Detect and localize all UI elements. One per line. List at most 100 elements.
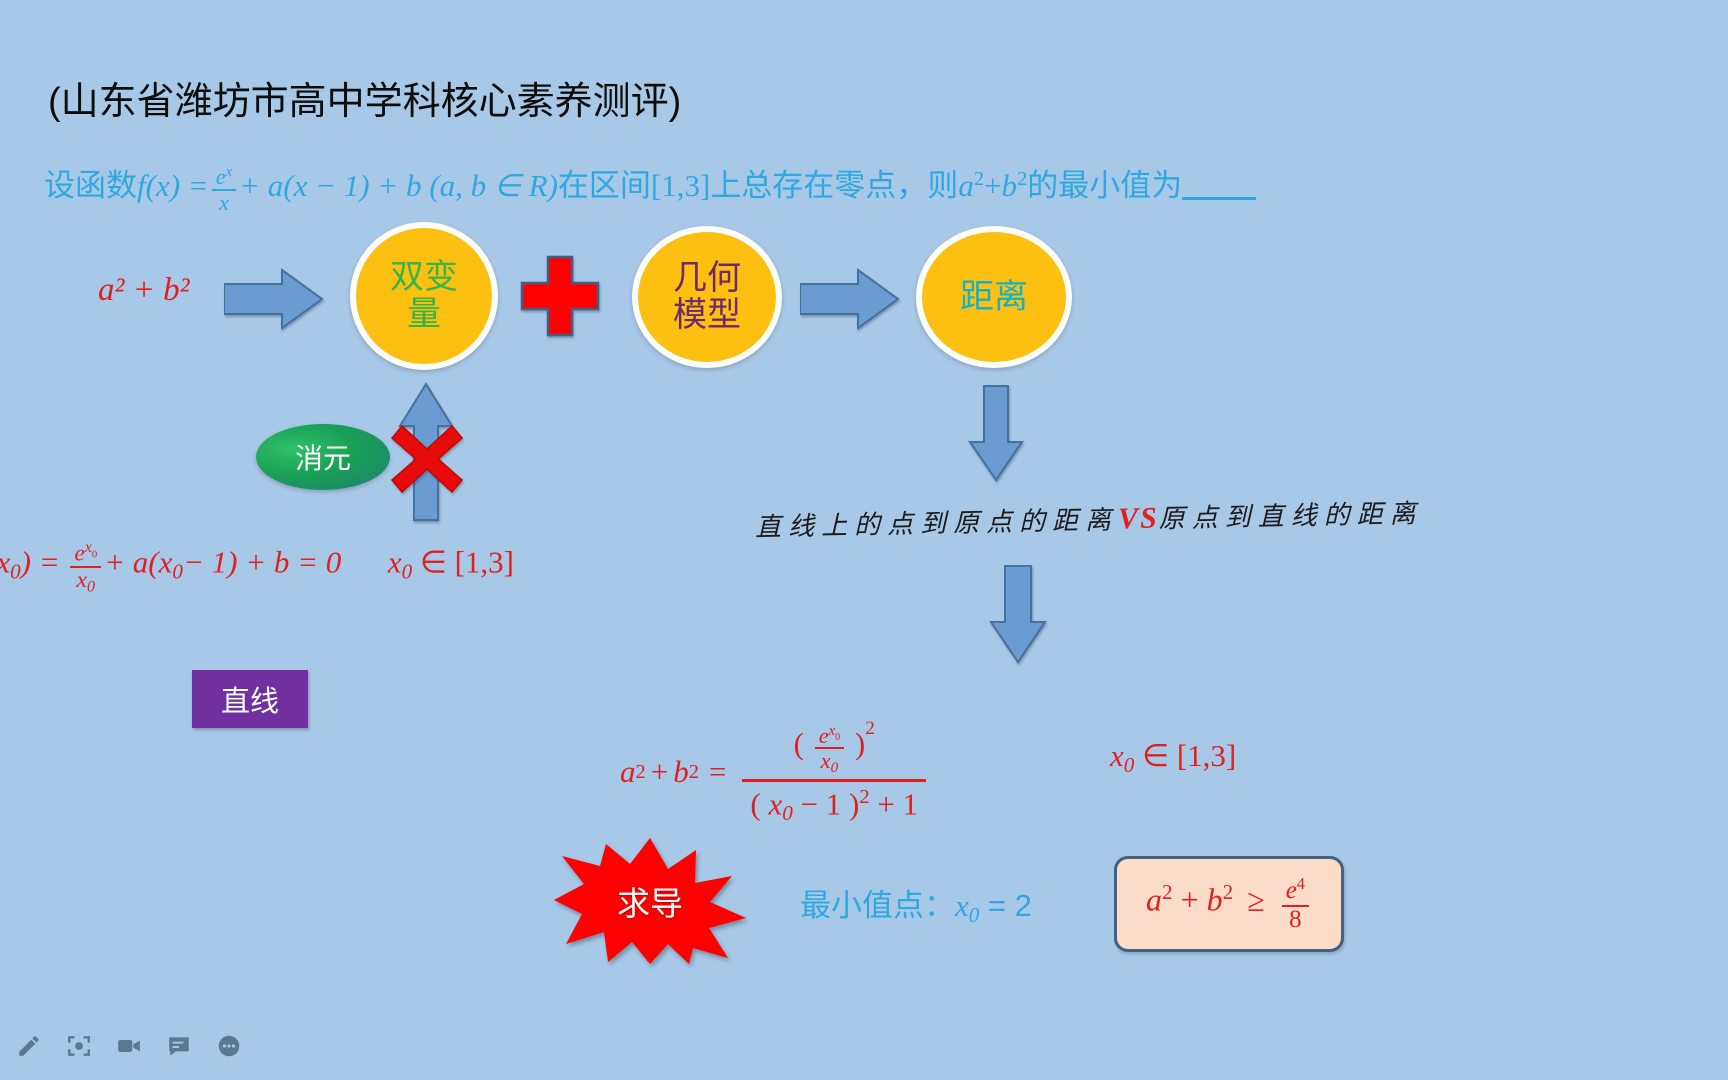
problem-expr-b: b <box>1001 168 1018 203</box>
cross-x-icon <box>390 424 464 494</box>
eqleft-range-rest: ∈ [1,3] <box>419 544 515 580</box>
answer-num-sup: 4 <box>1296 874 1305 894</box>
expression-a2-plus-b2: a² + b² <box>98 272 190 308</box>
eqleft-range-x: x <box>387 544 402 580</box>
equation-root-condition: (x0) = ex0 x0 + a(x0− 1) + b = 0 x0 ∈ [1… <box>0 539 515 597</box>
eqmain-num-open: ( <box>793 726 804 762</box>
problem-tail3: 的最小值为 <box>1027 168 1183 203</box>
circle-1-line2: 量 <box>407 295 441 333</box>
ellipse-elimination[interactable]: 消元 <box>256 424 390 490</box>
eqmain-inner-fraction: ex0 x0 <box>814 722 845 777</box>
eqmain-denominator: ( x0 − 1 )2 + 1 <box>742 779 927 826</box>
eqmain-num-pow: 2 <box>865 718 875 739</box>
eqleft-num-sup-sub: 0 <box>91 549 98 561</box>
arrow-right-1 <box>224 268 324 330</box>
min-point-text: 最小值点： <box>800 888 955 923</box>
video-camera-icon[interactable] <box>114 1031 144 1061</box>
answer-expression: a2 + b2 ≥ e4 8 <box>1146 875 1312 932</box>
eqleft-fraction: ex0 x0 <box>70 539 102 597</box>
eqmain-a-sup: 2 <box>635 760 646 783</box>
eqmain-range-rest: ∈ [1,3] <box>1142 738 1237 773</box>
eqmain-range-x: x <box>1110 738 1124 773</box>
answer-num-e: e <box>1285 877 1297 905</box>
eqleft-lhs-close: ) = <box>20 544 60 580</box>
handwritten-note: 直线上的点到原点的距离VS原点到直线的距离 <box>755 493 1423 544</box>
answer-ge: ≥ <box>1247 881 1265 918</box>
circle-geometric-model[interactable]: 几何 模型 <box>632 226 782 368</box>
eqmain-den-minus: − 1 <box>800 786 842 822</box>
eqmain-den-x: x <box>768 786 783 822</box>
screenshot-icon[interactable] <box>64 1031 94 1061</box>
eqmain-equals: = <box>708 754 727 790</box>
arrow-right-2 <box>800 268 900 330</box>
arrow-down-1 <box>968 385 1024 482</box>
problem-domain: (a, b ∈ R) <box>429 168 558 203</box>
min-point-value: = 2 <box>987 888 1032 923</box>
answer-b-sup: 2 <box>1222 880 1234 905</box>
problem-mid: + a(x − 1) + b <box>239 168 422 203</box>
eqmain-num-den: x <box>820 748 831 774</box>
answer-a-sup: 2 <box>1162 880 1173 905</box>
eqleft-den: x <box>76 567 87 594</box>
problem-tail1: 在区间 <box>557 168 651 203</box>
problem-tail2: 上总存在零点，则 <box>710 168 959 203</box>
min-point-label: 最小值点：x0 = 2 <box>800 880 1032 928</box>
eqmain-den-pow: 2 <box>859 786 870 809</box>
pencil-icon[interactable] <box>14 1031 44 1061</box>
eqleft-range-sub: 0 <box>401 559 413 584</box>
circle-distance[interactable]: 距离 <box>916 226 1072 368</box>
problem-interval: [1,3] <box>650 168 711 203</box>
eqleft-num-e: e <box>74 540 85 567</box>
eqmain-den-close: ) <box>849 786 860 822</box>
problem-fx: f(x) = <box>137 168 209 203</box>
eqmain-plus: + <box>650 754 669 790</box>
handwriting-part2: 原点到直线的距离 <box>1158 499 1424 534</box>
problem-lead: 设函数 <box>44 168 137 203</box>
page-title: (山东省潍坊市高中学科核心素养测评) <box>48 81 682 123</box>
answer-den: 8 <box>1281 904 1309 933</box>
handwriting-part1: 直线上的点到原点的距离 <box>754 505 1119 542</box>
eqleft-rest: + a(x <box>104 544 173 580</box>
min-point-var: x <box>955 888 969 923</box>
arrow-down-2 <box>989 565 1047 664</box>
eqmain-range-sub: 0 <box>1123 752 1135 777</box>
eqleft-num-sup: x <box>84 539 92 556</box>
circle-2-line1: 几何 <box>673 259 741 298</box>
answer-blank <box>1182 197 1257 200</box>
eqmain-num-sup: x <box>828 722 836 739</box>
frac-denominator: x <box>211 188 237 214</box>
answer-plus: + <box>1180 881 1199 918</box>
eqmain-a: a <box>620 754 636 790</box>
circle-dual-variable[interactable]: 双变 量 <box>350 222 498 370</box>
circle-1-line1: 双变 <box>390 258 458 297</box>
problem-expr-b-sup: 2 <box>1017 167 1028 190</box>
eqleft-lhs-sub: 0 <box>10 559 21 584</box>
eqmain-big-fraction: ( ex0 x0 )2 ( x0 − 1 )2 + 1 <box>742 718 927 826</box>
ellipse-elimination-label: 消元 <box>294 443 351 474</box>
eqmain-b: b <box>673 754 689 790</box>
answer-a: a <box>1146 881 1162 918</box>
bottom-toolbar[interactable] <box>14 1026 244 1066</box>
eqmain-den-x-sub: 0 <box>782 801 793 826</box>
eqmain-num-e: e <box>818 722 829 748</box>
eqmain-num-sup-sub: 0 <box>835 731 841 743</box>
frac-numerator-exp: x <box>225 164 233 181</box>
more-icon[interactable] <box>214 1031 244 1061</box>
plus-icon <box>520 255 600 337</box>
circle-2-line2: 模型 <box>673 296 741 334</box>
problem-expr-a: a <box>958 168 974 203</box>
answer-fraction: e4 8 <box>1281 874 1309 933</box>
eqmain-den-open: ( <box>750 786 761 822</box>
answer-box[interactable]: a2 + b2 ≥ e4 8 <box>1114 856 1344 952</box>
eqleft-den-sub: 0 <box>86 578 96 596</box>
star-derivative[interactable]: 求导 <box>552 836 748 966</box>
eqmain-den-plus1: + 1 <box>877 786 919 822</box>
chat-icon[interactable] <box>164 1031 194 1061</box>
min-point-var-sub: 0 <box>968 902 980 927</box>
eqmain-num-close: ) <box>854 726 866 762</box>
box-straight-line[interactable]: 直线 <box>192 670 308 728</box>
